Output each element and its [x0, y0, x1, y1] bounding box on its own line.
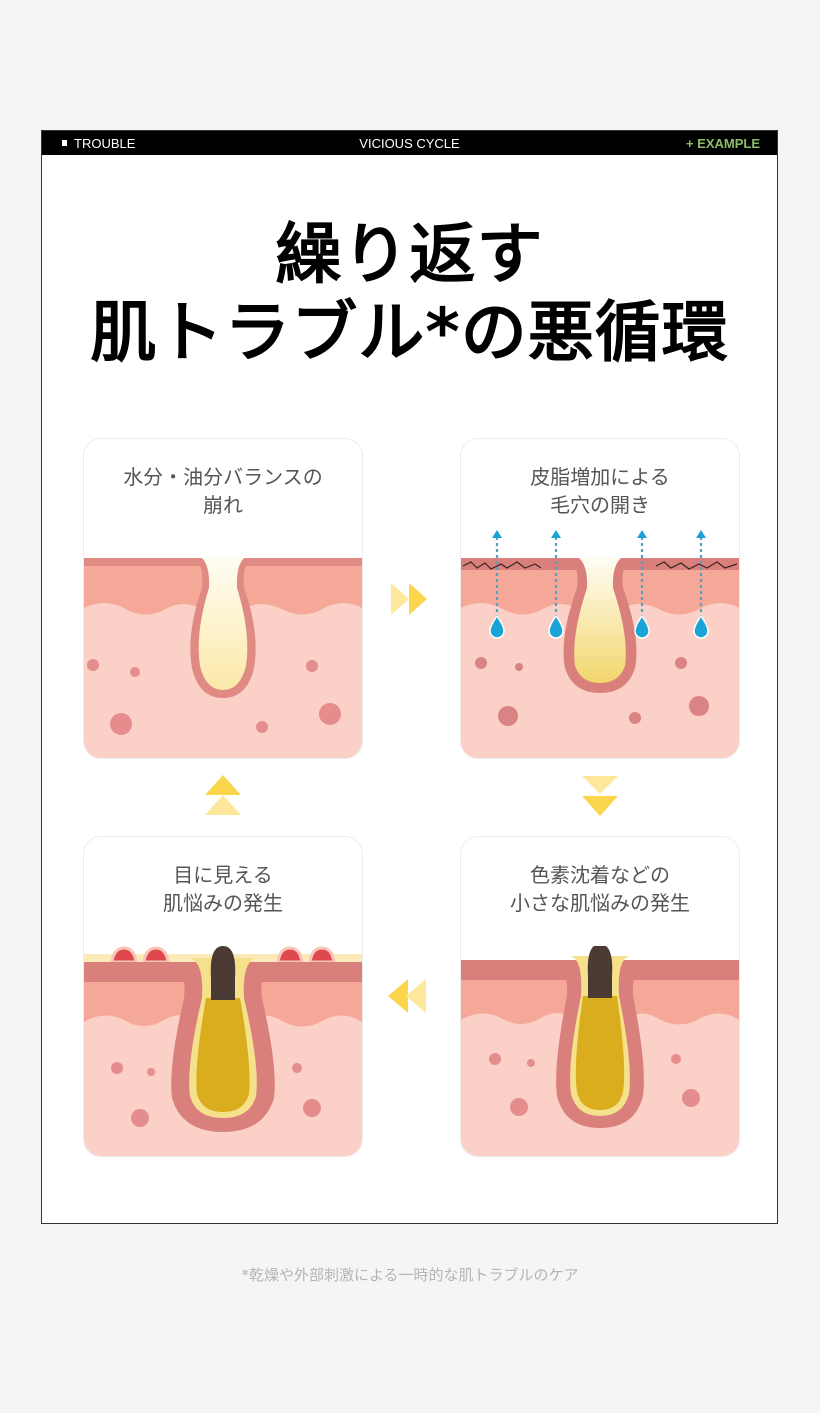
title-line-2: 肌トラブル*の悪循環	[90, 294, 729, 371]
top-bar: TROUBLE VICIOUS CYCLE + EXAMPLE	[42, 131, 777, 155]
step-3-line-1: 色素沈着などの	[530, 863, 670, 887]
pore-inflamed-illustration	[84, 946, 362, 1156]
step-3-label: 色素沈着などの 小さな肌悩みの発生	[461, 861, 739, 917]
double-chevron-down-icon	[582, 776, 618, 816]
cycle-step-3-card: 色素沈着などの 小さな肌悩みの発生	[460, 836, 740, 1157]
bullet-square-icon	[62, 140, 67, 146]
pore-clogged-illustration	[461, 946, 739, 1156]
cycle-step-2-card: 皮脂増加による 毛穴の開き	[460, 438, 740, 759]
footnote: *乾燥や外部刺激による一時的な肌トラブルのケア	[241, 1266, 579, 1284]
page-title: 繰り返す 肌トラブル*の悪循環	[42, 216, 777, 372]
step-4-label: 目に見える 肌悩みの発生	[84, 861, 362, 917]
trouble-text: TROUBLE	[74, 136, 136, 151]
cycle-step-4-card: 目に見える 肌悩みの発生	[83, 836, 363, 1157]
infographic-frame: TROUBLE VICIOUS CYCLE + EXAMPLE 繰り返す 肌トラ…	[41, 130, 778, 1224]
example-label: + EXAMPLE	[685, 136, 760, 151]
double-chevron-left-icon	[388, 979, 426, 1013]
vicious-cycle-label: VICIOUS CYCLE	[359, 136, 460, 151]
cycle-step-1-card: 水分・油分バランスの 崩れ	[83, 438, 363, 759]
inflamed-spot-icons	[110, 946, 336, 964]
double-chevron-up-icon	[205, 775, 241, 815]
step-4-line-1: 目に見える	[173, 863, 273, 887]
pore-balanced-illustration	[84, 558, 362, 758]
step-2-line-1: 皮脂増加による	[530, 465, 670, 489]
step-1-label: 水分・油分バランスの 崩れ	[84, 463, 362, 519]
title-line-1: 繰り返す	[275, 216, 544, 293]
step-4-line-2: 肌悩みの発生	[163, 891, 283, 915]
pore-enlarged-illustration	[461, 530, 739, 758]
step-1-line-2: 崩れ	[203, 493, 243, 517]
trouble-label: TROUBLE	[62, 136, 135, 151]
water-drop-icons	[489, 614, 709, 639]
double-chevron-right-icon	[391, 583, 427, 615]
step-3-line-2: 小さな肌悩みの発生	[510, 891, 690, 915]
step-2-label: 皮脂増加による 毛穴の開き	[461, 463, 739, 519]
step-2-line-2: 毛穴の開き	[550, 493, 650, 517]
step-1-line-1: 水分・油分バランスの	[123, 465, 323, 489]
moisture-loss-arrows	[492, 530, 706, 624]
